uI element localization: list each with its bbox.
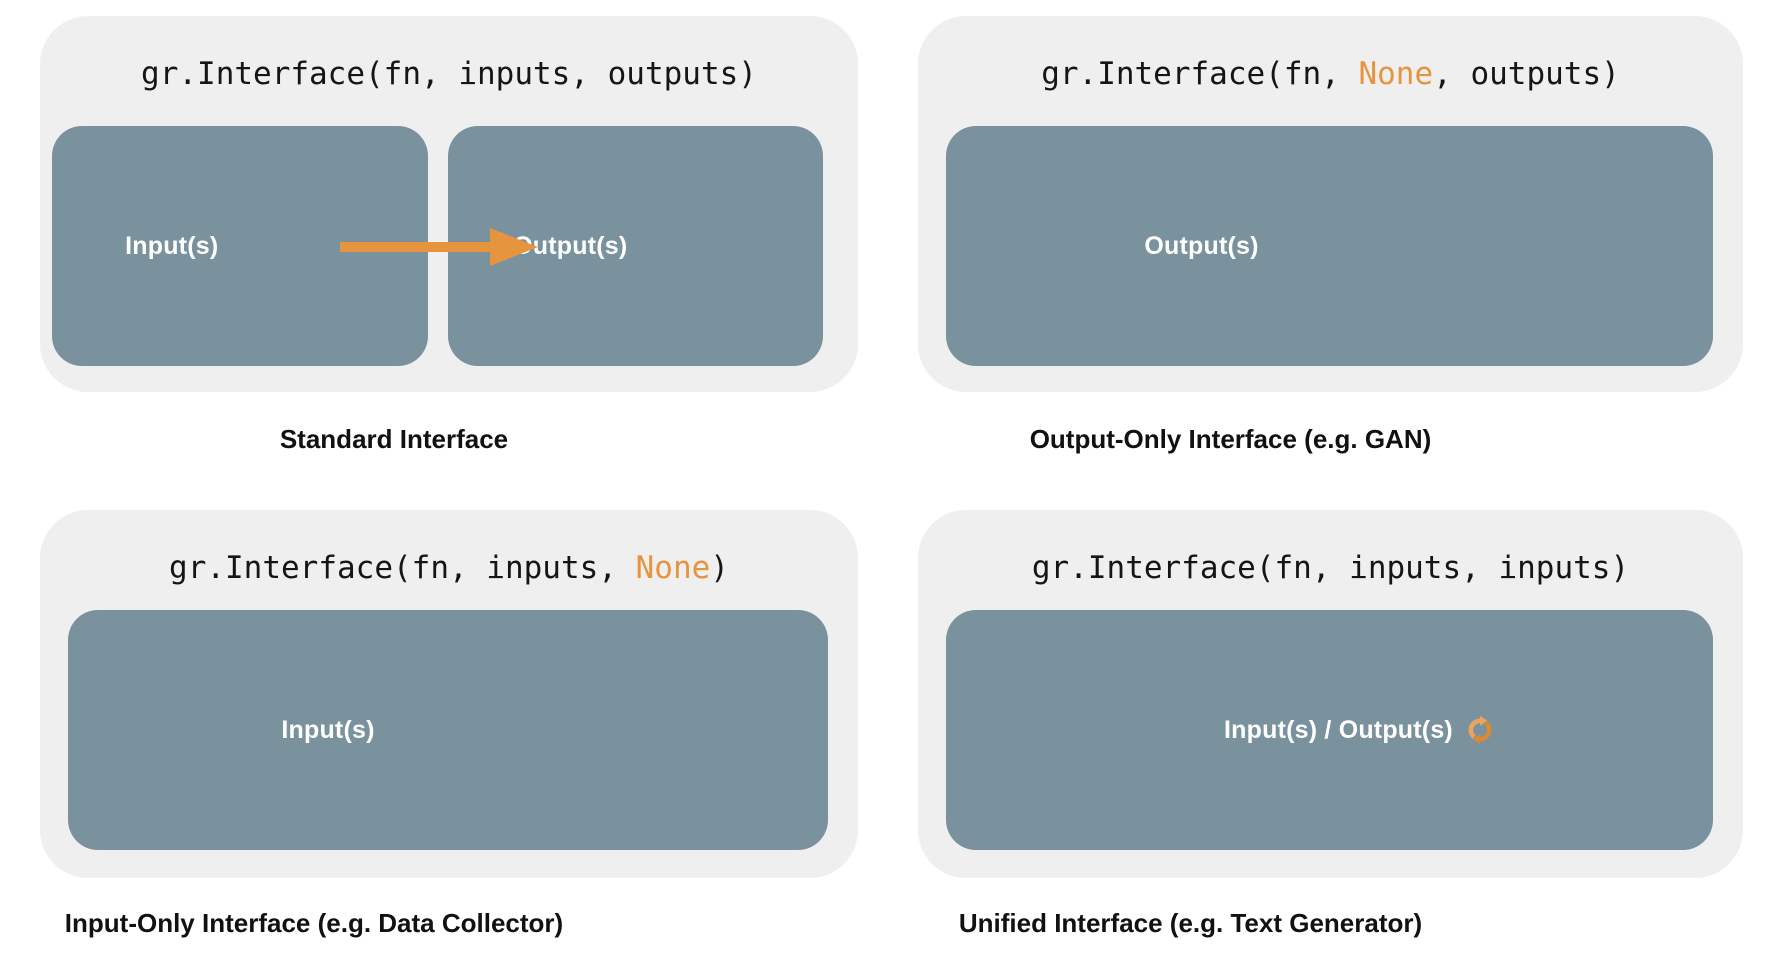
code-unified: gr.Interface(fn, inputs, inputs)	[918, 550, 1743, 586]
caption-output-only: Output-Only Interface (e.g. GAN)	[1029, 424, 1432, 454]
code-prefix: gr.Interface(fn, inputs, inputs)	[1031, 550, 1630, 586]
code-output-only: gr.Interface(fn, None, outputs)	[918, 56, 1743, 92]
code-standard: gr.Interface(fn, inputs, outputs)	[40, 56, 858, 92]
box-region-input-only: Input(s)	[68, 610, 828, 850]
panel-output-only: gr.Interface(fn, None, outputs) Output(s…	[918, 16, 1743, 392]
io-box: Input(s) / Output(s)	[946, 610, 1713, 850]
input-box: Input(s)	[68, 610, 828, 850]
input-box-label: Input(s)	[125, 231, 219, 260]
input-box-label: Input(s)	[281, 715, 375, 744]
refresh-icon	[1468, 715, 1492, 745]
box-region-output-only: Output(s)	[946, 126, 1713, 366]
code-input-only: gr.Interface(fn, inputs, None)	[40, 550, 858, 586]
code-suffix: , outputs)	[1433, 56, 1620, 92]
code-prefix: gr.Interface(fn, inputs,	[169, 550, 636, 586]
arrow-right-icon	[340, 228, 538, 266]
output-box-label: Output(s)	[1144, 231, 1259, 260]
caption-input-only: Input-Only Interface (e.g. Data Collecto…	[64, 908, 564, 938]
code-prefix: gr.Interface(fn,	[1041, 56, 1359, 92]
output-box: Output(s)	[946, 126, 1713, 366]
panel-input-only: gr.Interface(fn, inputs, None) Input(s)	[40, 510, 858, 878]
panel-unified: gr.Interface(fn, inputs, inputs) Input(s…	[918, 510, 1743, 878]
code-prefix: gr.Interface(fn, inputs, outputs)	[141, 56, 757, 92]
io-box-label-group: Input(s) / Output(s)	[1224, 715, 1495, 745]
io-box-label: Input(s) / Output(s)	[1224, 715, 1453, 744]
code-accent-none: None	[635, 550, 711, 586]
caption-unified: Unified Interface (e.g. Text Generator)	[958, 908, 1423, 938]
code-suffix: )	[710, 550, 729, 586]
caption-standard: Standard Interface	[279, 424, 509, 454]
box-region-unified: Input(s) / Output(s)	[946, 610, 1713, 850]
code-accent-none: None	[1358, 56, 1434, 92]
panel-standard: gr.Interface(fn, inputs, outputs) Input(…	[40, 16, 858, 392]
